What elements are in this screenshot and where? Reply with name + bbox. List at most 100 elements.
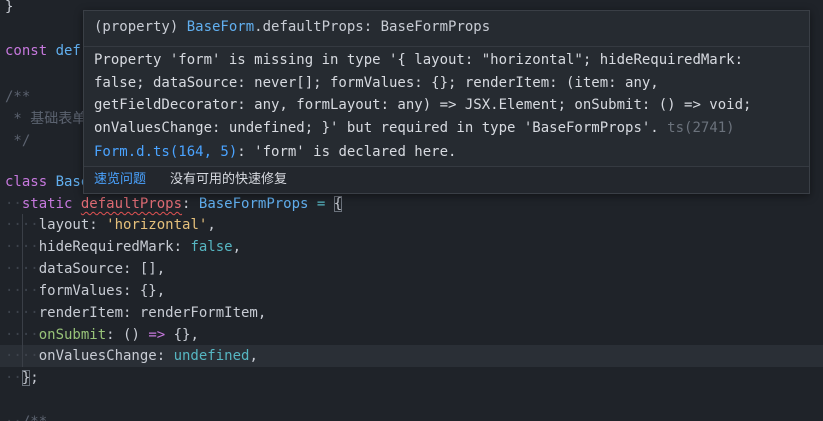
- hover-status-bar: 速览问题 没有可用的快速修复: [84, 166, 809, 193]
- error-token: defaultProps: [80, 196, 183, 212]
- code-token: hideRequiredMark:: [38, 239, 191, 255]
- code-line-text: ····layout: 'horizontal',: [5, 214, 216, 236]
- code-line[interactable]: /**: [0, 86, 823, 108]
- code-line-text: ····renderItem: renderFormItem,: [5, 302, 266, 324]
- code-line-text: class Base: [5, 171, 89, 193]
- code-token: /**: [22, 414, 47, 421]
- code-line[interactable]: ····dataSource: [],: [0, 258, 823, 280]
- matched-bracket: {: [333, 196, 343, 212]
- code-line[interactable]: ····layout: 'horizontal',: [0, 214, 823, 236]
- code-token: ··: [5, 414, 22, 421]
- code-token: ····: [5, 239, 39, 255]
- code-token: ··: [5, 370, 22, 386]
- code-line-text: ····onSubmit: () => {},: [5, 324, 199, 346]
- code-token: [325, 196, 333, 212]
- code-token: ,: [207, 217, 216, 233]
- code-token: formValues: {},: [38, 283, 166, 299]
- no-quick-fix-label: 没有可用的快速修复: [170, 172, 288, 187]
- code-line-text: ··/**: [5, 411, 47, 421]
- code-line-text: ····onValuesChange: undefined,: [5, 345, 258, 367]
- indent-guide: [22, 280, 23, 302]
- code-line-text: /**: [5, 86, 30, 108]
- signature-class: BaseForm: [186, 19, 255, 35]
- code-token: ,: [249, 348, 258, 364]
- code-token: BaseFormProps: [198, 196, 309, 212]
- code-token: layout:: [38, 217, 107, 233]
- related-location-link[interactable]: Form.d.ts(164, 5): [94, 144, 238, 160]
- code-token: def: [55, 43, 81, 59]
- code-token: :: [182, 196, 199, 212]
- code-token: 'horizontal': [106, 217, 208, 233]
- code-line[interactable]: */: [0, 130, 823, 152]
- code-line[interactable]: [0, 390, 823, 412]
- indent-guide: [22, 324, 23, 346]
- code-token: ··: [5, 196, 22, 212]
- code-line[interactable]: }: [0, 0, 823, 18]
- indent-guide: [22, 345, 23, 367]
- code-token: onValuesChange:: [38, 348, 174, 364]
- code-token: [308, 196, 316, 212]
- message-line: Property 'form' is missing in type '{ la…: [94, 52, 744, 68]
- hover-tooltip: (property) BaseForm.defaultProps: BaseFo…: [83, 10, 810, 194]
- matched-bracket: }: [21, 370, 31, 386]
- code-line[interactable]: ··};: [0, 367, 823, 389]
- code-token: =>: [148, 327, 166, 343]
- code-line[interactable]: ····onValuesChange: undefined,: [0, 345, 823, 367]
- code-token: class: [5, 174, 56, 190]
- code-token: * 基础表单: [5, 111, 87, 127]
- code-line-text: ····hideRequiredMark: false,: [5, 236, 241, 258]
- code-token: Base: [55, 174, 90, 190]
- code-line-text: }: [5, 0, 13, 18]
- code-token: {},: [165, 327, 199, 343]
- code-line-text: ····dataSource: [],: [5, 258, 165, 280]
- code-token: */: [5, 133, 31, 149]
- code-token: ····: [5, 217, 39, 233]
- error-code: ts(2741): [667, 119, 735, 136]
- code-token: ····: [5, 261, 39, 277]
- code-line-text: */: [5, 130, 30, 152]
- code-line-text: const def: [5, 40, 81, 62]
- code-token: ····: [5, 305, 39, 321]
- message-line: false; dataSource: never[]; formValues: …: [94, 74, 659, 91]
- code-token: undefined: [173, 348, 250, 364]
- code-line[interactable]: const def: [0, 40, 823, 62]
- code-line[interactable]: ····hideRequiredMark: false,: [0, 236, 823, 258]
- code-line[interactable]: ····formValues: {},: [0, 280, 823, 302]
- code-line[interactable]: ··static defaultProps: BaseFormProps = {: [0, 193, 823, 215]
- code-token: dataSource: [],: [38, 261, 166, 277]
- code-token: ,: [232, 239, 242, 255]
- code-line-text: ··static defaultProps: BaseFormProps = {: [5, 193, 343, 215]
- code-line-text: * 基础表单: [5, 108, 86, 130]
- indent-guide: [22, 214, 23, 236]
- code-token: false: [190, 239, 233, 255]
- code-line[interactable]: * 基础表单: [0, 108, 823, 130]
- indent-guide: [22, 302, 23, 324]
- signature-prefix: (property): [94, 19, 187, 35]
- code-line[interactable]: class Base: [0, 171, 823, 193]
- code-line-text: ··};: [5, 367, 39, 389]
- code-line[interactable]: ····renderItem: renderFormItem,: [0, 302, 823, 324]
- code-line-text: ····formValues: {},: [5, 280, 165, 302]
- code-token: }: [5, 0, 14, 15]
- code-token: ····: [5, 327, 39, 343]
- code-token: static: [21, 196, 81, 212]
- code-token: ;: [30, 370, 39, 386]
- hover-signature: (property) BaseForm.defaultProps: BaseFo…: [94, 17, 490, 37]
- code-token: =: [316, 196, 326, 212]
- related-text: : 'form' is declared here.: [237, 144, 457, 160]
- code-token: /**: [5, 89, 31, 105]
- code-line[interactable]: ··/**: [0, 411, 823, 421]
- code-line[interactable]: ····onSubmit: () => {},: [0, 324, 823, 346]
- message-line: onValuesChange: undefined; }' but requir…: [94, 119, 735, 136]
- hover-divider: [84, 46, 809, 47]
- signature-rest: .defaultProps: BaseFormProps: [254, 19, 491, 35]
- related-info: Form.d.ts(164, 5): 'form' is declared he…: [94, 142, 456, 162]
- hover-error-message: Property 'form' is missing in type '{ la…: [94, 49, 799, 139]
- code-token: : (): [106, 327, 149, 343]
- code-token: renderItem: renderFormItem,: [38, 305, 267, 321]
- code-token: ····: [5, 283, 39, 299]
- code-token: const: [5, 43, 56, 59]
- peek-problem-button[interactable]: 速览问题: [94, 172, 147, 187]
- code-token: ····: [5, 348, 39, 364]
